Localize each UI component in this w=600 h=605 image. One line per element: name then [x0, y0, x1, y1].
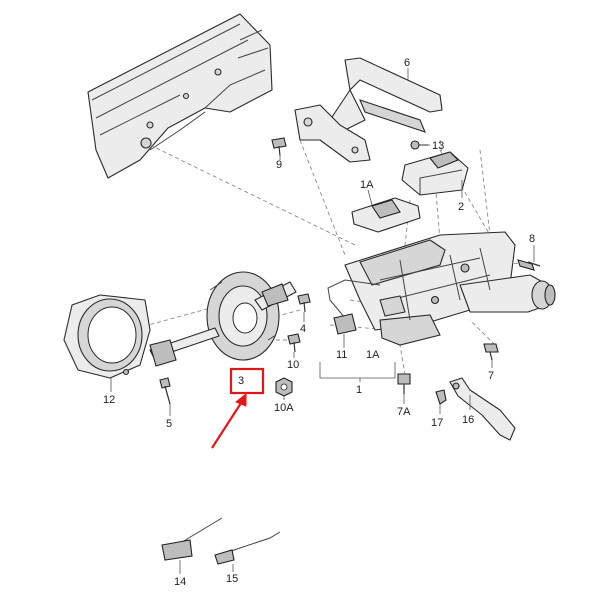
label-part-10: 10 — [287, 359, 299, 371]
label-part-6: 6 — [404, 57, 410, 69]
steering-shaft-joint[interactable] — [149, 281, 297, 367]
highlight-arrowhead — [235, 392, 247, 407]
label-part-1: 1 — [356, 384, 362, 396]
screw-part-4[interactable] — [297, 293, 311, 313]
part-labels: 6 9 13 2 1A 8 4 10 11 1A 1 7 7A 17 16 12… — [103, 57, 535, 588]
screw-part-10[interactable] — [287, 333, 301, 353]
label-part-17: 17 — [431, 417, 443, 429]
screw-part-13[interactable] — [410, 140, 428, 150]
leader-lines — [110, 68, 535, 574]
bolt-part-7[interactable] — [483, 343, 499, 361]
connector-part-11[interactable] — [327, 279, 381, 335]
label-part-1a-upper: 1A — [360, 179, 374, 191]
bolt-part-7a[interactable] — [397, 373, 411, 394]
label-part-9: 9 — [276, 159, 282, 171]
highlight-annotation — [211, 367, 265, 449]
highlight-arrow — [211, 399, 244, 449]
steering-column-part-1[interactable] — [344, 231, 556, 346]
bolt-part-8[interactable] — [517, 259, 541, 271]
nut-part-10a[interactable] — [275, 377, 293, 397]
screw-part-9[interactable] — [271, 137, 287, 157]
label-part-4: 4 — [300, 323, 306, 335]
clock-spring-part-3[interactable] — [206, 271, 280, 361]
label-part-14: 14 — [174, 576, 186, 588]
label-part-11: 11 — [336, 349, 347, 361]
label-part-3: 3 — [238, 375, 244, 387]
label-part-12: 12 — [103, 394, 115, 406]
label-part-5: 5 — [166, 418, 172, 430]
clip-part-17[interactable] — [435, 389, 447, 405]
highlight-box — [229, 367, 265, 395]
label-part-10a: 10A — [274, 402, 294, 414]
switch-module-part-1a[interactable] — [351, 197, 421, 233]
label-part-1a-lower: 1A — [366, 349, 380, 361]
vehicle-bulkhead — [87, 13, 273, 179]
control-unit-part-2[interactable] — [401, 151, 469, 196]
label-part-16: 16 — [462, 414, 474, 426]
label-part-7: 7 — [488, 370, 494, 382]
trim-ring-part-12[interactable] — [63, 294, 151, 379]
label-part-7a: 7A — [397, 406, 411, 418]
screw-part-5[interactable] — [159, 377, 171, 405]
label-part-15: 15 — [226, 573, 238, 585]
label-part-2: 2 — [458, 201, 464, 213]
label-part-13: 13 — [432, 140, 444, 152]
bracket-part-6[interactable] — [294, 57, 443, 163]
lever-part-16[interactable] — [449, 377, 516, 441]
cable-tie-part-14[interactable] — [161, 517, 223, 561]
label-part-8: 8 — [529, 233, 535, 245]
cable-tie-part-15[interactable] — [214, 531, 281, 565]
